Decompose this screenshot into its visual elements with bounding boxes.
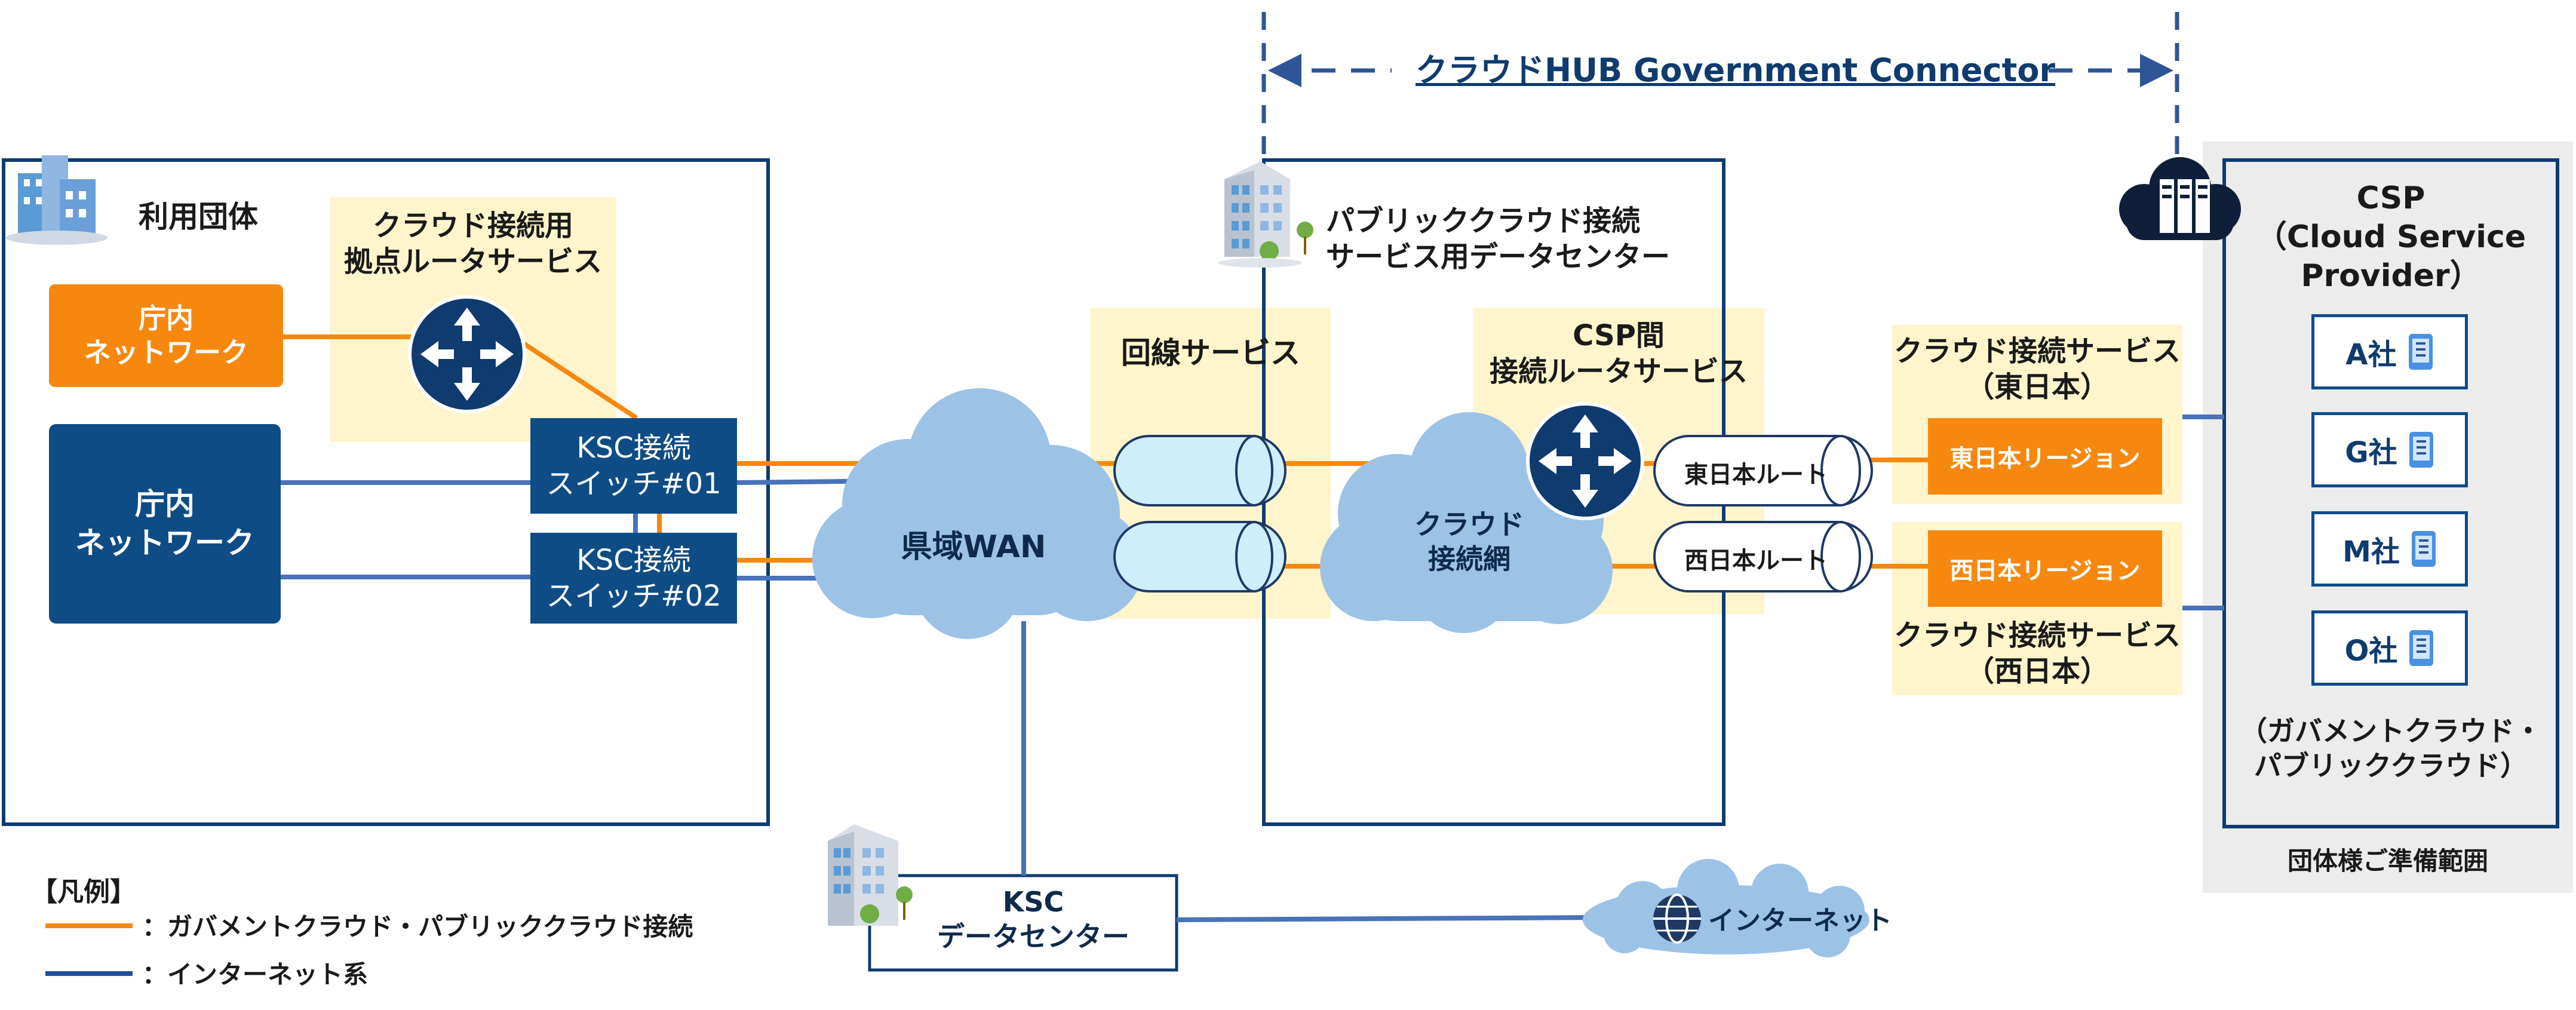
internal-network-orange-label: 庁内 ネットワーク — [84, 302, 248, 369]
ksc-building-icon — [828, 824, 913, 926]
ksc-switch-02-label: KSC接続 スイッチ#02 — [546, 544, 721, 613]
internal-network-navy-label: 庁内 ネットワーク — [75, 487, 254, 560]
company-a-box: A社 — [2311, 314, 2468, 389]
datacenter-building-icon — [1218, 161, 1313, 268]
tube-link-icon — [1113, 435, 1287, 593]
wan-label: 県域WAN — [901, 529, 1046, 565]
legend-orange-label: ：ガバメントクラウド・パブリッククラウド接続 — [142, 912, 693, 941]
internal-network-navy: 庁内 ネットワーク — [49, 424, 281, 624]
user-org-frame — [2, 158, 770, 826]
east-region-label: 東日本リージョン — [1949, 445, 2141, 472]
wan-cloud — [812, 388, 1144, 639]
cloud-server-icon — [2119, 157, 2241, 240]
east-route-label: 東日本ルート — [1684, 461, 1828, 489]
csp-title: CSP （Cloud Service Provider） — [2255, 180, 2526, 294]
west-region-box: 西日本リージョン — [1928, 530, 2162, 607]
company-o-box: O社 — [2311, 610, 2468, 686]
company-g-box: G社 — [2311, 412, 2468, 487]
router-service-label: クラウド接続用 拠点ルータサービス — [343, 209, 602, 278]
connector-label: クラウドHUB Government Connector — [1416, 51, 2056, 89]
internet-label: インターネット — [1708, 905, 1892, 936]
route-pills — [1653, 435, 1873, 593]
csp-frame — [2222, 158, 2559, 828]
company-g-label: G社 — [2345, 436, 2397, 469]
company-o-label: O社 — [2344, 634, 2398, 668]
company-m-label: M社 — [2342, 535, 2400, 569]
mobile-device-icon — [2408, 334, 2433, 370]
scope-label: 団体様ご準備範囲 — [2287, 846, 2488, 876]
csp-router-service-label: CSP間 接続ルータサービス — [1489, 319, 1748, 388]
building-icon — [6, 155, 108, 245]
company-a-label: A社 — [2345, 338, 2397, 372]
west-route-label: 西日本ルート — [1684, 547, 1828, 575]
legend-blue-label: ：インターネット系 — [142, 960, 369, 989]
ksc-dc-frame — [868, 874, 1178, 972]
globe-icon — [1653, 894, 1701, 944]
csp-router-icon — [1526, 402, 1644, 520]
datacenter-title: パブリッククラウド接続 サービス用データセンター — [1326, 204, 1671, 274]
mobile-device-icon — [2409, 630, 2434, 666]
ksc-switch-02: KSC接続 スイッチ#02 — [530, 533, 737, 624]
east-service-title: クラウド接続サービス （東日本） — [1893, 334, 2181, 404]
ksc-dc-label: KSC データセンター — [937, 886, 1129, 953]
router-icon — [408, 295, 526, 413]
east-region-box: 東日本リージョン — [1928, 418, 2162, 495]
internal-network-orange: 庁内 ネットワーク — [49, 284, 283, 387]
line-service-label: 回線サービス — [1121, 336, 1300, 370]
user-org-title: 利用団体 — [139, 199, 258, 234]
cloud-network-label: クラウド 接続網 — [1414, 508, 1524, 575]
company-m-box: M社 — [2311, 511, 2468, 587]
west-service-title: クラウド接続サービス （西日本） — [1893, 619, 2181, 688]
legend-title: 【凡例】 — [31, 877, 136, 907]
csp-note: （ガバメントクラウド・ パブリッククラウド） — [2240, 715, 2542, 782]
ksc-switch-01-label: KSC接続 スイッチ#01 — [546, 431, 721, 501]
mobile-device-icon — [2411, 531, 2436, 567]
ksc-switch-01: KSC接続 スイッチ#01 — [530, 418, 737, 514]
west-region-label: 西日本リージョン — [1949, 557, 2141, 585]
mobile-device-icon — [2409, 432, 2433, 468]
